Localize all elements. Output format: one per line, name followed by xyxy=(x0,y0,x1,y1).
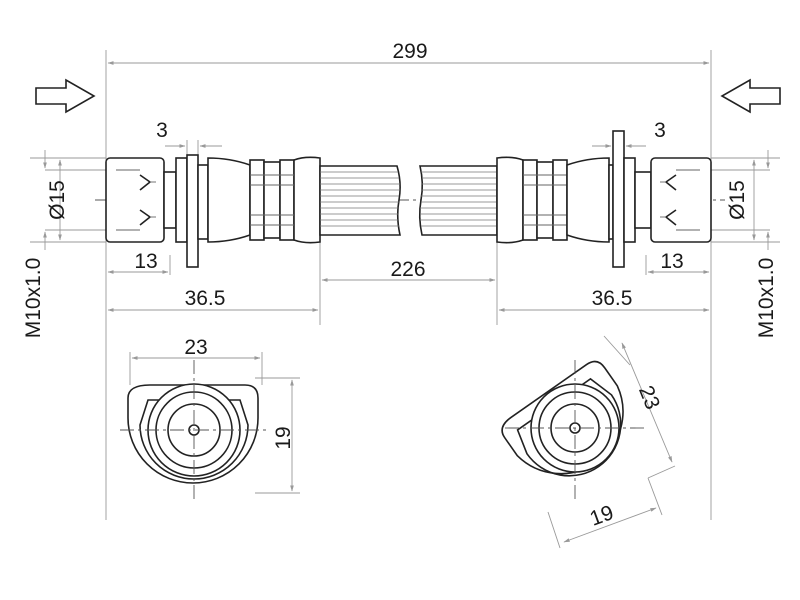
flange-width-left-label: 23 xyxy=(184,336,207,359)
end-length-left-label: 36.5 xyxy=(185,287,226,310)
dimension-lines xyxy=(43,61,770,312)
flow-arrow-right-icon xyxy=(35,78,96,114)
flow-arrow-left-icon xyxy=(720,78,781,114)
flange-height-left-label: 19 xyxy=(272,426,295,449)
fitting-length-left-label: 13 xyxy=(134,250,157,273)
diameter-right-label: Ø15 xyxy=(726,180,749,220)
flange-width-right-label: 23 xyxy=(634,382,664,412)
flange-thickness-left-label: 3 xyxy=(156,119,168,142)
fitting-length-right-label: 13 xyxy=(660,250,683,273)
right-end-fitting xyxy=(496,130,712,268)
left-end-fitting xyxy=(105,154,321,268)
left-flange-view xyxy=(120,352,300,500)
flange-thickness-right-label: 3 xyxy=(654,119,666,142)
overall-length-label: 299 xyxy=(392,40,427,63)
flange-height-right-label: 19 xyxy=(587,501,617,531)
hose-length-label: 226 xyxy=(390,258,425,281)
diameter-left-label: Ø15 xyxy=(46,180,69,220)
extension-lines xyxy=(30,50,780,520)
right-flange-view xyxy=(501,335,676,549)
thread-right-label: M10x1.0 xyxy=(755,258,778,339)
end-length-right-label: 36.5 xyxy=(592,287,633,310)
hose-body xyxy=(319,165,498,236)
thread-left-label: M10x1.0 xyxy=(22,258,45,339)
